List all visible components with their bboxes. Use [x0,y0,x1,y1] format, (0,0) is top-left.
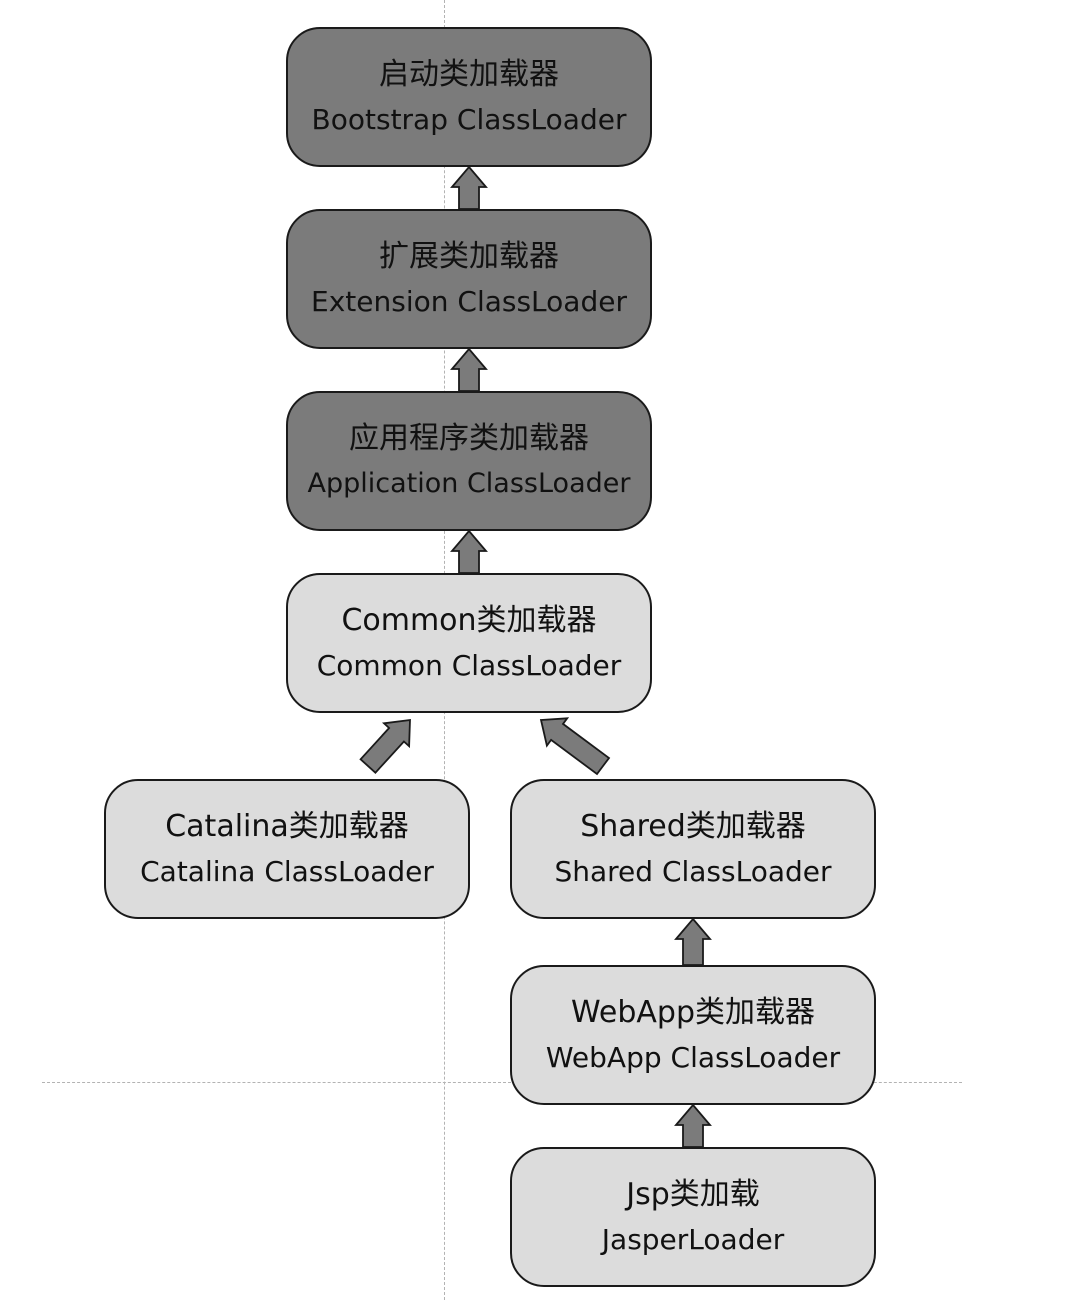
node-common: Common类加载器 Common ClassLoader [286,573,652,713]
horizontal-guide-line [42,1082,962,1083]
node-jsp-en: JasperLoader [601,1223,785,1256]
arrow-application-to-extension [450,347,488,392]
node-extension-zh: 扩展类加载器 [379,239,559,274]
node-bootstrap: 启动类加载器 Bootstrap ClassLoader [286,27,652,167]
arrow-common-to-application [450,529,488,574]
node-extension-en: Extension ClassLoader [311,285,627,318]
arrow-extension-to-bootstrap [450,165,488,210]
node-catalina-en: Catalina ClassLoader [140,855,434,888]
node-webapp-en: WebApp ClassLoader [545,1041,841,1074]
arrow-jsp-to-webapp [674,1103,712,1148]
node-catalina: Catalina类加载器 Catalina ClassLoader [104,779,470,919]
node-application-en: Application ClassLoader [307,468,631,499]
node-jsp: Jsp类加载 JasperLoader [510,1147,876,1287]
node-application-zh: 应用程序类加载器 [349,421,589,456]
node-extension: 扩展类加载器 Extension ClassLoader [286,209,652,349]
node-jsp-zh: Jsp类加载 [626,1177,760,1212]
arrow-catalina-to-common [359,718,411,774]
arrow-webapp-to-shared [674,917,712,966]
node-catalina-zh: Catalina类加载器 [165,809,409,844]
node-shared-en: Shared ClassLoader [554,855,832,888]
node-common-en: Common ClassLoader [316,649,622,682]
node-bootstrap-en: Bootstrap ClassLoader [311,103,627,136]
node-webapp: WebApp类加载器 WebApp ClassLoader [510,965,876,1105]
node-webapp-zh: WebApp类加载器 [570,995,815,1030]
arrow-shared-to-common [539,717,611,776]
node-application: 应用程序类加载器 Application ClassLoader [286,391,652,531]
node-shared-zh: Shared类加载器 [580,809,806,844]
node-shared: Shared类加载器 Shared ClassLoader [510,779,876,919]
node-common-zh: Common类加载器 [341,603,597,638]
node-bootstrap-zh: 启动类加载器 [379,57,559,92]
